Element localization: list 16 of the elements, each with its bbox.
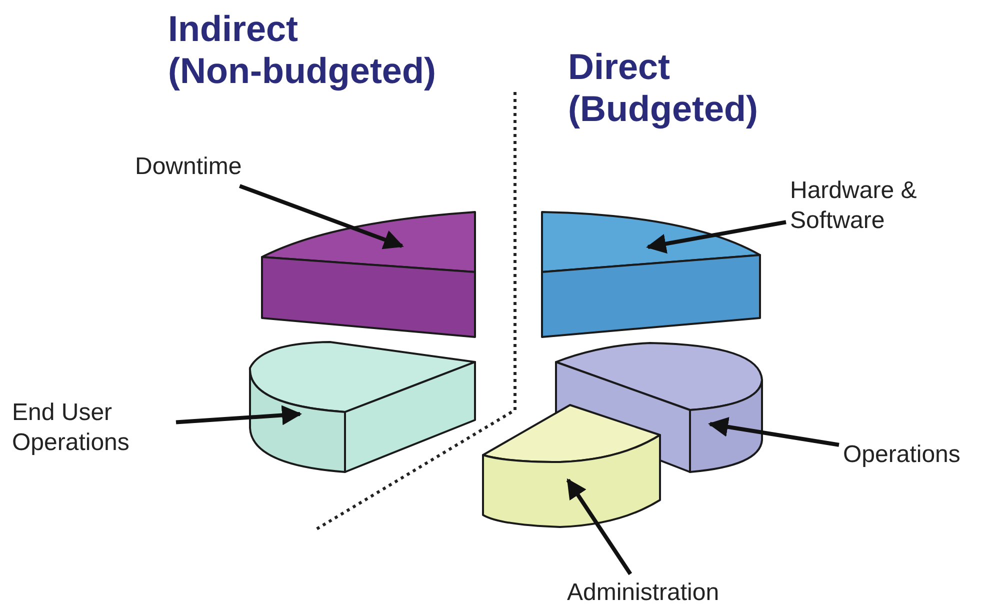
leader-arrow: [708, 417, 840, 447]
pie-slice: [541, 211, 761, 338]
slice-label: Operations: [843, 440, 960, 470]
slice-label: End User Operations: [12, 398, 172, 458]
section-heading: Indirect (Non-budgeted): [168, 8, 437, 92]
leader-arrow: [646, 220, 786, 254]
slice-label: Administration: [567, 578, 720, 608]
pie-slice: [249, 341, 476, 473]
slice-label: Hardware & Software: [790, 176, 960, 236]
pie-slice: [261, 211, 476, 338]
slice-label: Downtime: [135, 152, 242, 182]
leader-arrow: [239, 184, 404, 250]
leader-arrow: [176, 405, 302, 426]
pie-slice: [482, 404, 661, 528]
section-heading: Direct (Budgeted): [568, 46, 759, 130]
leader-arrow: [566, 478, 632, 576]
